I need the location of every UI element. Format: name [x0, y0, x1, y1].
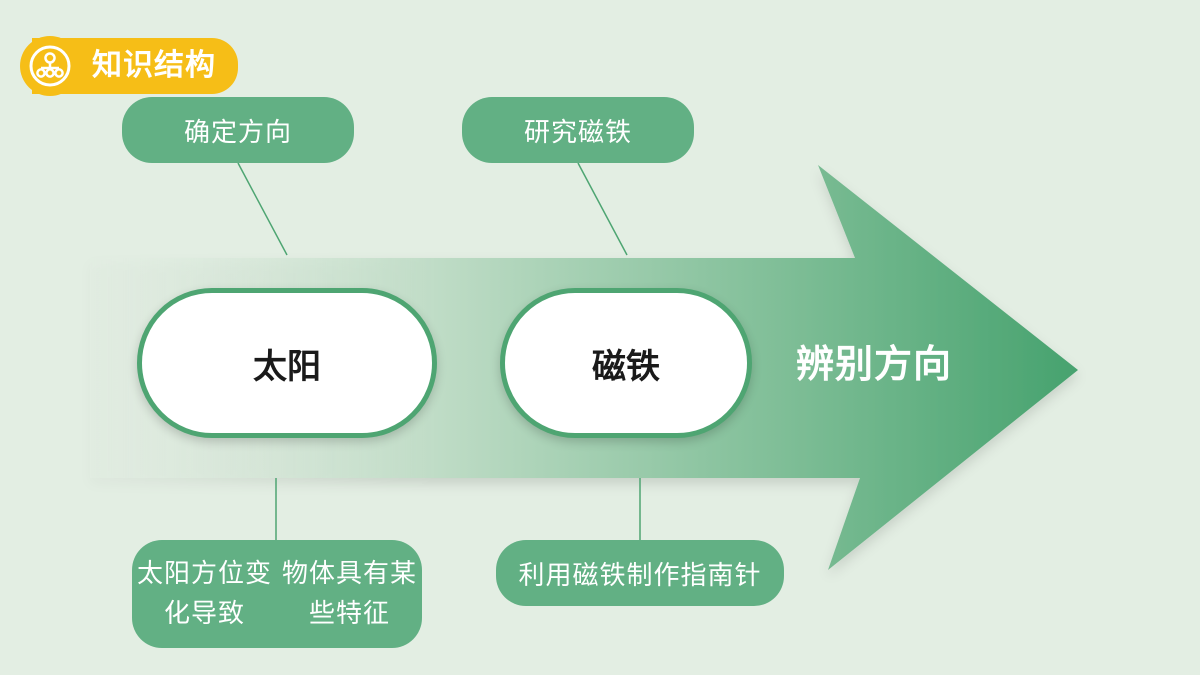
- hierarchy-icon: [20, 36, 80, 96]
- note-compass: 利用磁铁制作指南针: [496, 540, 784, 606]
- note-sun-features: 太阳方位变化导致 物体具有某些特征: [132, 540, 422, 648]
- note-sun-features-line-2: 物体具有某些特征: [281, 559, 417, 629]
- note-determine-direction: 确定方向: [122, 97, 354, 163]
- section-title: 知识结构: [92, 48, 216, 83]
- node-sun: 太阳: [137, 288, 437, 438]
- node-magnet: 磁铁: [500, 288, 752, 438]
- note-sun-features-line-1: 太阳方位变化导致: [136, 559, 272, 629]
- connector-line-top-2: [577, 162, 628, 256]
- note-study-magnet: 研究磁铁: [462, 97, 694, 163]
- arrow-label: 辨别方向: [796, 342, 953, 386]
- connector-line-top-1: [237, 162, 288, 256]
